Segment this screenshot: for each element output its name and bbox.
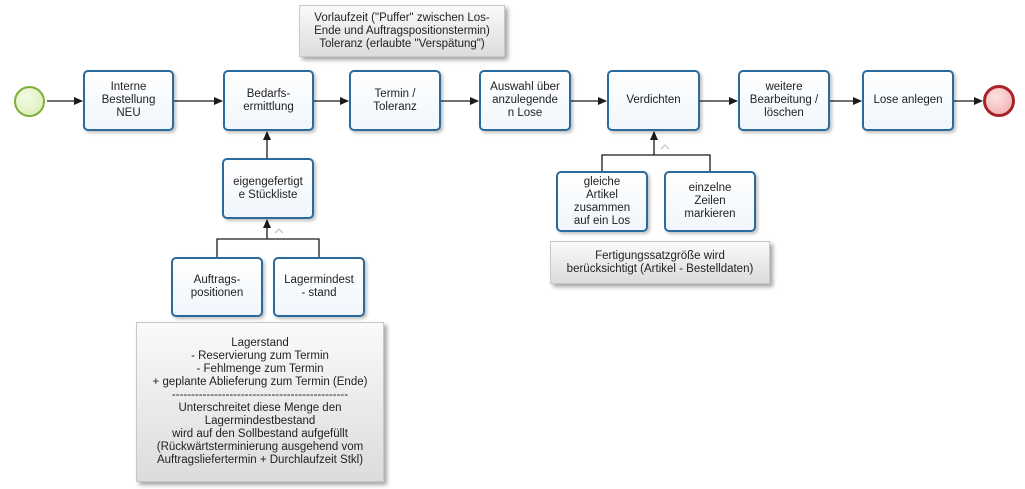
task-verdichten[interactable]: Verdichten [607, 70, 700, 131]
task-bedarfsermittlung[interactable]: Bedarfs- ermittlung [223, 70, 314, 131]
start-event[interactable] [14, 86, 45, 117]
task-lose-anlegen[interactable]: Lose anlegen [862, 70, 954, 131]
task-stueckliste[interactable]: eigengefertigt e Stückliste [222, 158, 314, 219]
task-einzelne-zeilen[interactable]: einzelne Zeilen markieren [664, 171, 756, 232]
task-interne-bestellung[interactable]: Interne Bestellung NEU [83, 70, 174, 131]
task-termin-toleranz[interactable]: Termin / Toleranz [349, 70, 441, 131]
note-vorlaufzeit: Vorlaufzeit ("Puffer" zwischen Los- Ende… [299, 5, 505, 57]
task-gleiche-artikel[interactable]: gleiche Artikel zusammen auf ein Los [556, 171, 648, 232]
task-lagermindeststand[interactable]: Lagermindest - stand [273, 257, 365, 317]
task-auswahl-lose[interactable]: Auswahl über anzulegende n Lose [479, 70, 571, 131]
task-weitere-bearbeitung[interactable]: weitere Bearbeitung / löschen [738, 70, 830, 131]
flow-auftrag-lager-to-stueckliste [216, 238, 320, 257]
end-event[interactable] [983, 85, 1015, 117]
note-lagerstand: Lagerstand - Reservierung zum Termin - F… [136, 322, 384, 482]
note-fertigungssatz: Fertigungssatzgröße wird berücksichtigt … [550, 241, 770, 284]
task-auftragspositionen[interactable]: Auftrags- positionen [171, 257, 263, 317]
flow-gleiche-einzelne-to-verdichten [601, 154, 711, 171]
